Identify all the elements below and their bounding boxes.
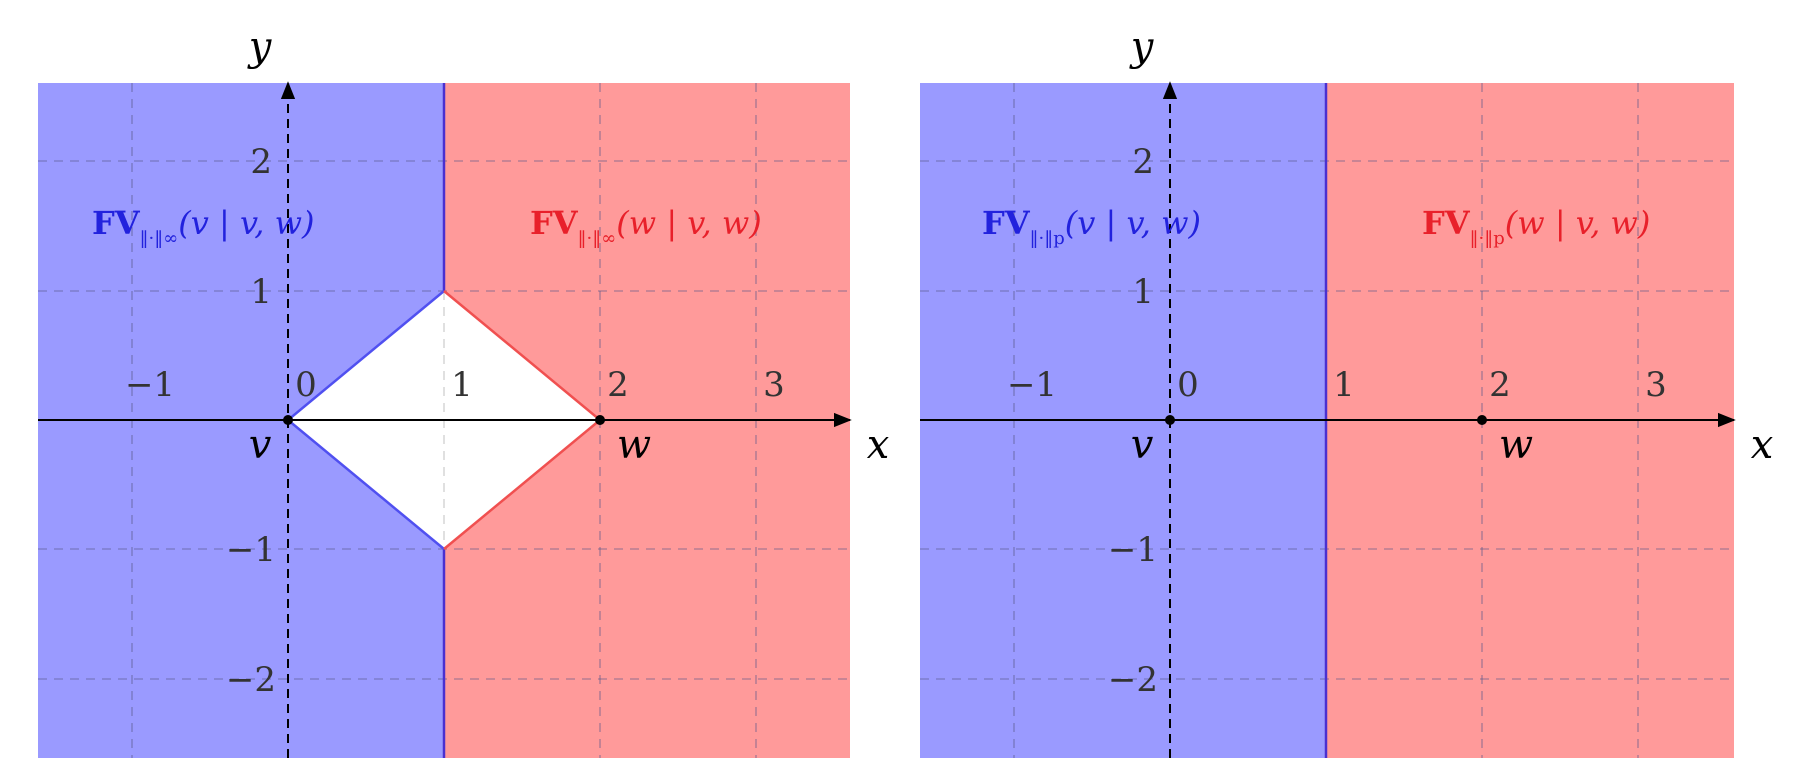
y-tick-label: 1 bbox=[250, 272, 272, 312]
point-w-dot bbox=[595, 415, 605, 425]
panel-left: −1 0 1 2 3 2 1 −1 −2 x y v w FV‖·‖∞(v | … bbox=[38, 24, 889, 758]
fv-label-v: FV‖·‖p(v | v, w) bbox=[982, 204, 1201, 249]
x-tick-label: 1 bbox=[1333, 365, 1355, 405]
point-v-dot bbox=[1165, 415, 1175, 425]
point-v-label: v bbox=[1131, 422, 1154, 468]
x-axis-label: x bbox=[867, 422, 890, 468]
x-tick-label: 2 bbox=[607, 365, 629, 405]
x-tick-label: 0 bbox=[1177, 365, 1199, 405]
y-tick-label: −2 bbox=[1108, 660, 1158, 700]
y-tick-label: −2 bbox=[226, 660, 276, 700]
point-w-label: w bbox=[1499, 422, 1533, 468]
y-axis-label: y bbox=[247, 24, 273, 70]
x-axis-label: x bbox=[1751, 422, 1774, 468]
x-tick-label: 2 bbox=[1489, 365, 1511, 405]
y-tick-label: −1 bbox=[226, 530, 276, 570]
y-axis-label: y bbox=[1129, 24, 1155, 70]
fv-label-v: FV‖·‖∞(v | v, w) bbox=[92, 204, 314, 249]
x-tick-label: 1 bbox=[451, 365, 473, 405]
y-tick-label: −1 bbox=[1108, 530, 1158, 570]
point-v-label: v bbox=[249, 422, 272, 468]
fv-label-w: FV‖·‖p(w | v, w) bbox=[1422, 204, 1650, 249]
point-w-label: w bbox=[617, 422, 651, 468]
x-tick-label: −1 bbox=[1007, 365, 1057, 405]
y-tick-label: 2 bbox=[250, 142, 272, 182]
point-w-dot bbox=[1477, 415, 1487, 425]
x-tick-label: 3 bbox=[763, 365, 785, 405]
panel-right: −1 0 1 2 3 2 1 −1 −2 x y v w FV‖·‖p(v | … bbox=[920, 24, 1773, 758]
x-tick-label: 3 bbox=[1645, 365, 1667, 405]
x-tick-label: −1 bbox=[125, 365, 175, 405]
point-v-dot bbox=[283, 415, 293, 425]
blue-region bbox=[194, 83, 444, 758]
y-tick-label: 2 bbox=[1132, 142, 1154, 182]
fv-label-w: FV‖·‖∞(w | v, w) bbox=[530, 204, 762, 249]
x-tick-label: 0 bbox=[295, 365, 317, 405]
y-tick-label: 1 bbox=[1132, 272, 1154, 312]
